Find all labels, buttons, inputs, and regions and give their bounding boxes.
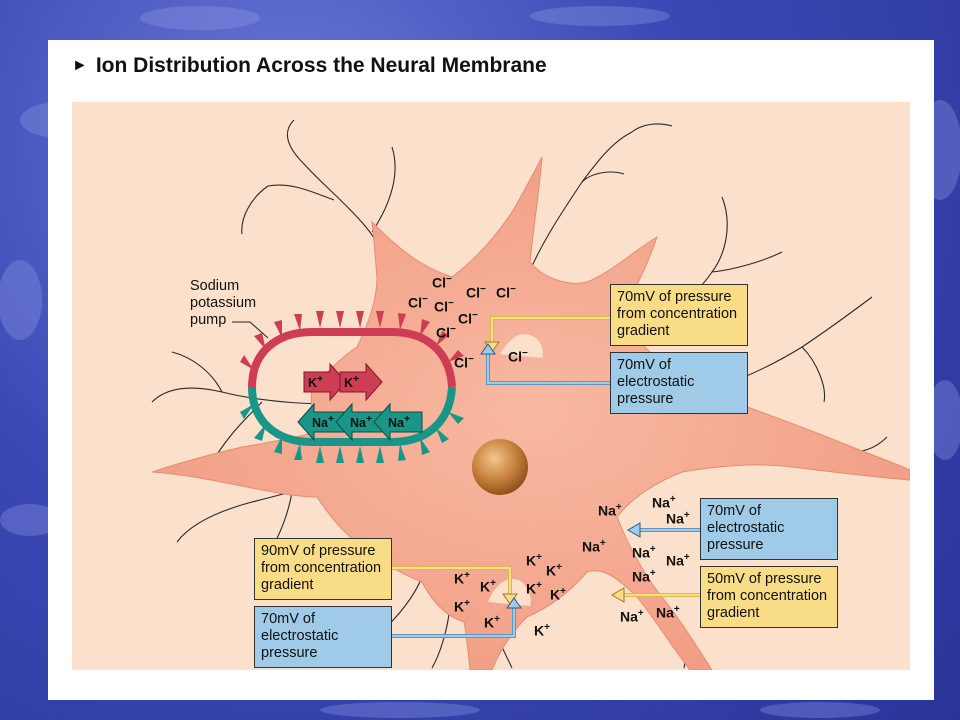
k-symbol: K (344, 376, 354, 391)
cl-ion: Cl− (408, 294, 428, 311)
sodium-potassium-pump-label: Sodium potassium pump (190, 278, 257, 328)
k-pump-arrow-1 (303, 362, 347, 402)
cl-electrostatic-pressure-box: 70mV of electrostatic pressure (610, 352, 748, 414)
k-ion: K+ (550, 586, 566, 603)
na-ion: Na+ (582, 538, 606, 555)
k-pump-arrow-2 (339, 362, 383, 402)
na-pump-arrow-label-1: Na+ (312, 414, 334, 430)
cl-pressure-connectors (480, 316, 610, 385)
cl-ion: Cl− (454, 354, 474, 371)
k-ion: K+ (480, 578, 496, 595)
cl-ion: Cl− (466, 284, 486, 301)
na-pump-arrow-label-3: Na+ (388, 414, 410, 430)
na-symbol: Na (350, 416, 366, 431)
k-pressure-connectors (390, 566, 522, 638)
title-bullet-marker: ► (72, 57, 88, 74)
na-ion: Na+ (632, 544, 656, 561)
na-pump-arrow-3 (373, 402, 423, 442)
k-charge: + (353, 374, 360, 385)
na-ion: Na+ (652, 494, 676, 511)
k-ion: K+ (526, 580, 542, 597)
k-ion: K+ (546, 562, 562, 579)
slide-panel: ► Ion Distribution Across the Neural Memb… (48, 40, 934, 700)
cl-ion: Cl− (436, 324, 456, 341)
k-ion: K+ (484, 614, 500, 631)
na-ion: Na+ (666, 552, 690, 569)
cl-ion: Cl− (496, 284, 516, 301)
cl-ion: Cl− (458, 310, 478, 327)
cl-ion: Cl− (508, 348, 528, 365)
na-concentration-pressure-box: 50mV of pressure from concentration grad… (700, 566, 838, 628)
k-ion: K+ (534, 622, 550, 639)
cl-concentration-pressure-box: 70mV of pressure from concentration grad… (610, 284, 748, 346)
pump-label-leader (232, 321, 269, 339)
k-charge: + (317, 374, 324, 385)
sodium-potassium-pump (232, 311, 464, 463)
na-pump-arrow-label-2: Na+ (350, 414, 372, 430)
slide-title: ► Ion Distribution Across the Neural Memb… (72, 54, 547, 78)
k-pump-arrow-label-2: K+ (344, 374, 359, 390)
ion-distribution-diagram: Sodium potassium pump K+ K+ Na+ Na+ Na+ … (72, 102, 910, 670)
nucleus (472, 439, 528, 495)
neuron-cell-body (151, 156, 910, 670)
pump-top-spikes (240, 311, 464, 370)
na-electrostatic-pressure-box: 70mV of electrostatic pressure (700, 498, 838, 560)
cl-channel-notch (500, 334, 543, 358)
na-symbol: Na (312, 416, 328, 431)
cl-ion: Cl− (434, 298, 454, 315)
k-ion: K+ (526, 552, 542, 569)
na-ion: Na+ (620, 608, 644, 625)
title-text: Ion Distribution Across the Neural Membr… (95, 54, 547, 77)
na-charge: + (403, 414, 411, 425)
k-ion: K+ (454, 570, 470, 587)
na-charge: + (327, 414, 335, 425)
pump-bottom-membrane (248, 386, 456, 446)
pump-top-membrane (248, 328, 456, 388)
na-ion: Na+ (666, 510, 690, 527)
k-pump-arrow-label-1: K+ (308, 374, 323, 390)
k-electrostatic-pressure-box: 70mV of electrostatic pressure (254, 606, 392, 668)
na-ion: Na+ (598, 502, 622, 519)
k-ion: K+ (454, 598, 470, 615)
na-pressure-connectors (611, 522, 704, 603)
na-ion: Na+ (632, 568, 656, 585)
k-symbol: K (308, 376, 318, 391)
k-concentration-pressure-box: 90mV of pressure from concentration grad… (254, 538, 392, 600)
pump-bottom-spikes (240, 404, 464, 463)
na-symbol: Na (388, 416, 404, 431)
na-ion: Na+ (656, 604, 680, 621)
na-charge: + (365, 414, 373, 425)
cl-ion: Cl− (432, 274, 452, 291)
